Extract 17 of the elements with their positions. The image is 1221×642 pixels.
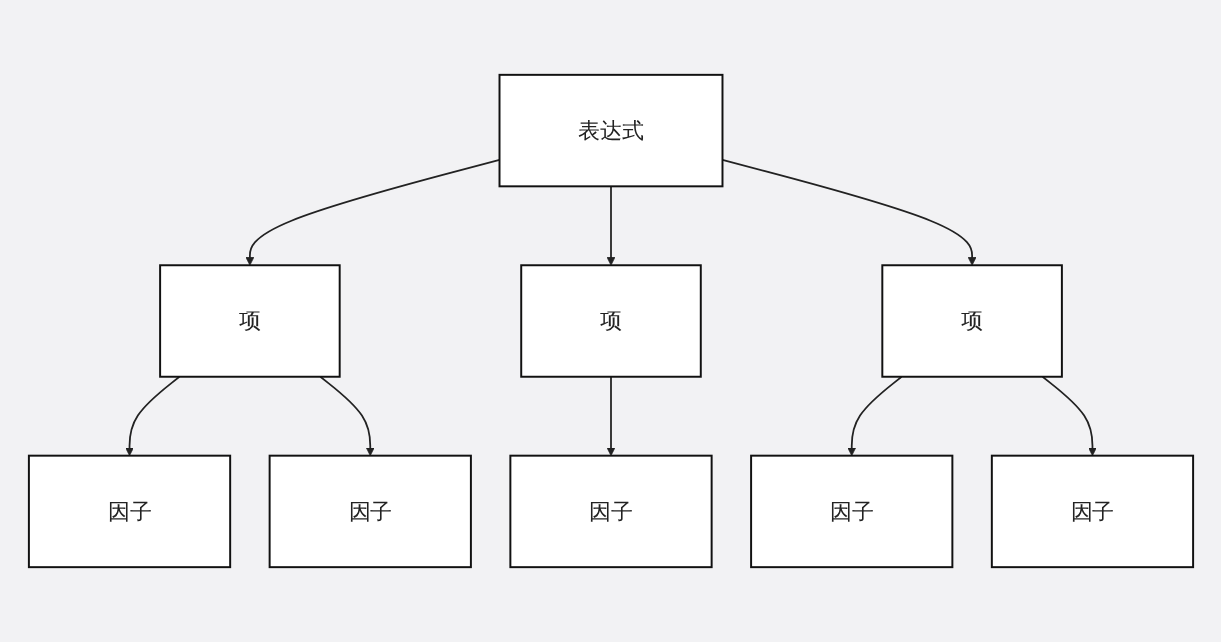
node-box: 因子 bbox=[749, 454, 953, 569]
node-box: 项 bbox=[519, 264, 702, 378]
arrow bbox=[721, 159, 976, 266]
node-box: 因子 bbox=[27, 454, 231, 569]
node-box: 因子 bbox=[990, 454, 1194, 569]
arrow bbox=[606, 375, 615, 457]
node-box: 因子 bbox=[268, 454, 472, 569]
node-box: 表达式 bbox=[498, 73, 723, 188]
arrow bbox=[124, 375, 180, 457]
arrow bbox=[319, 375, 375, 457]
arrow bbox=[245, 159, 500, 266]
node-box: 项 bbox=[880, 264, 1063, 378]
arrow bbox=[1041, 375, 1097, 457]
arrow bbox=[846, 375, 902, 457]
arrow bbox=[606, 185, 615, 266]
node-box: 项 bbox=[158, 264, 341, 378]
node-box: 因子 bbox=[508, 454, 713, 569]
